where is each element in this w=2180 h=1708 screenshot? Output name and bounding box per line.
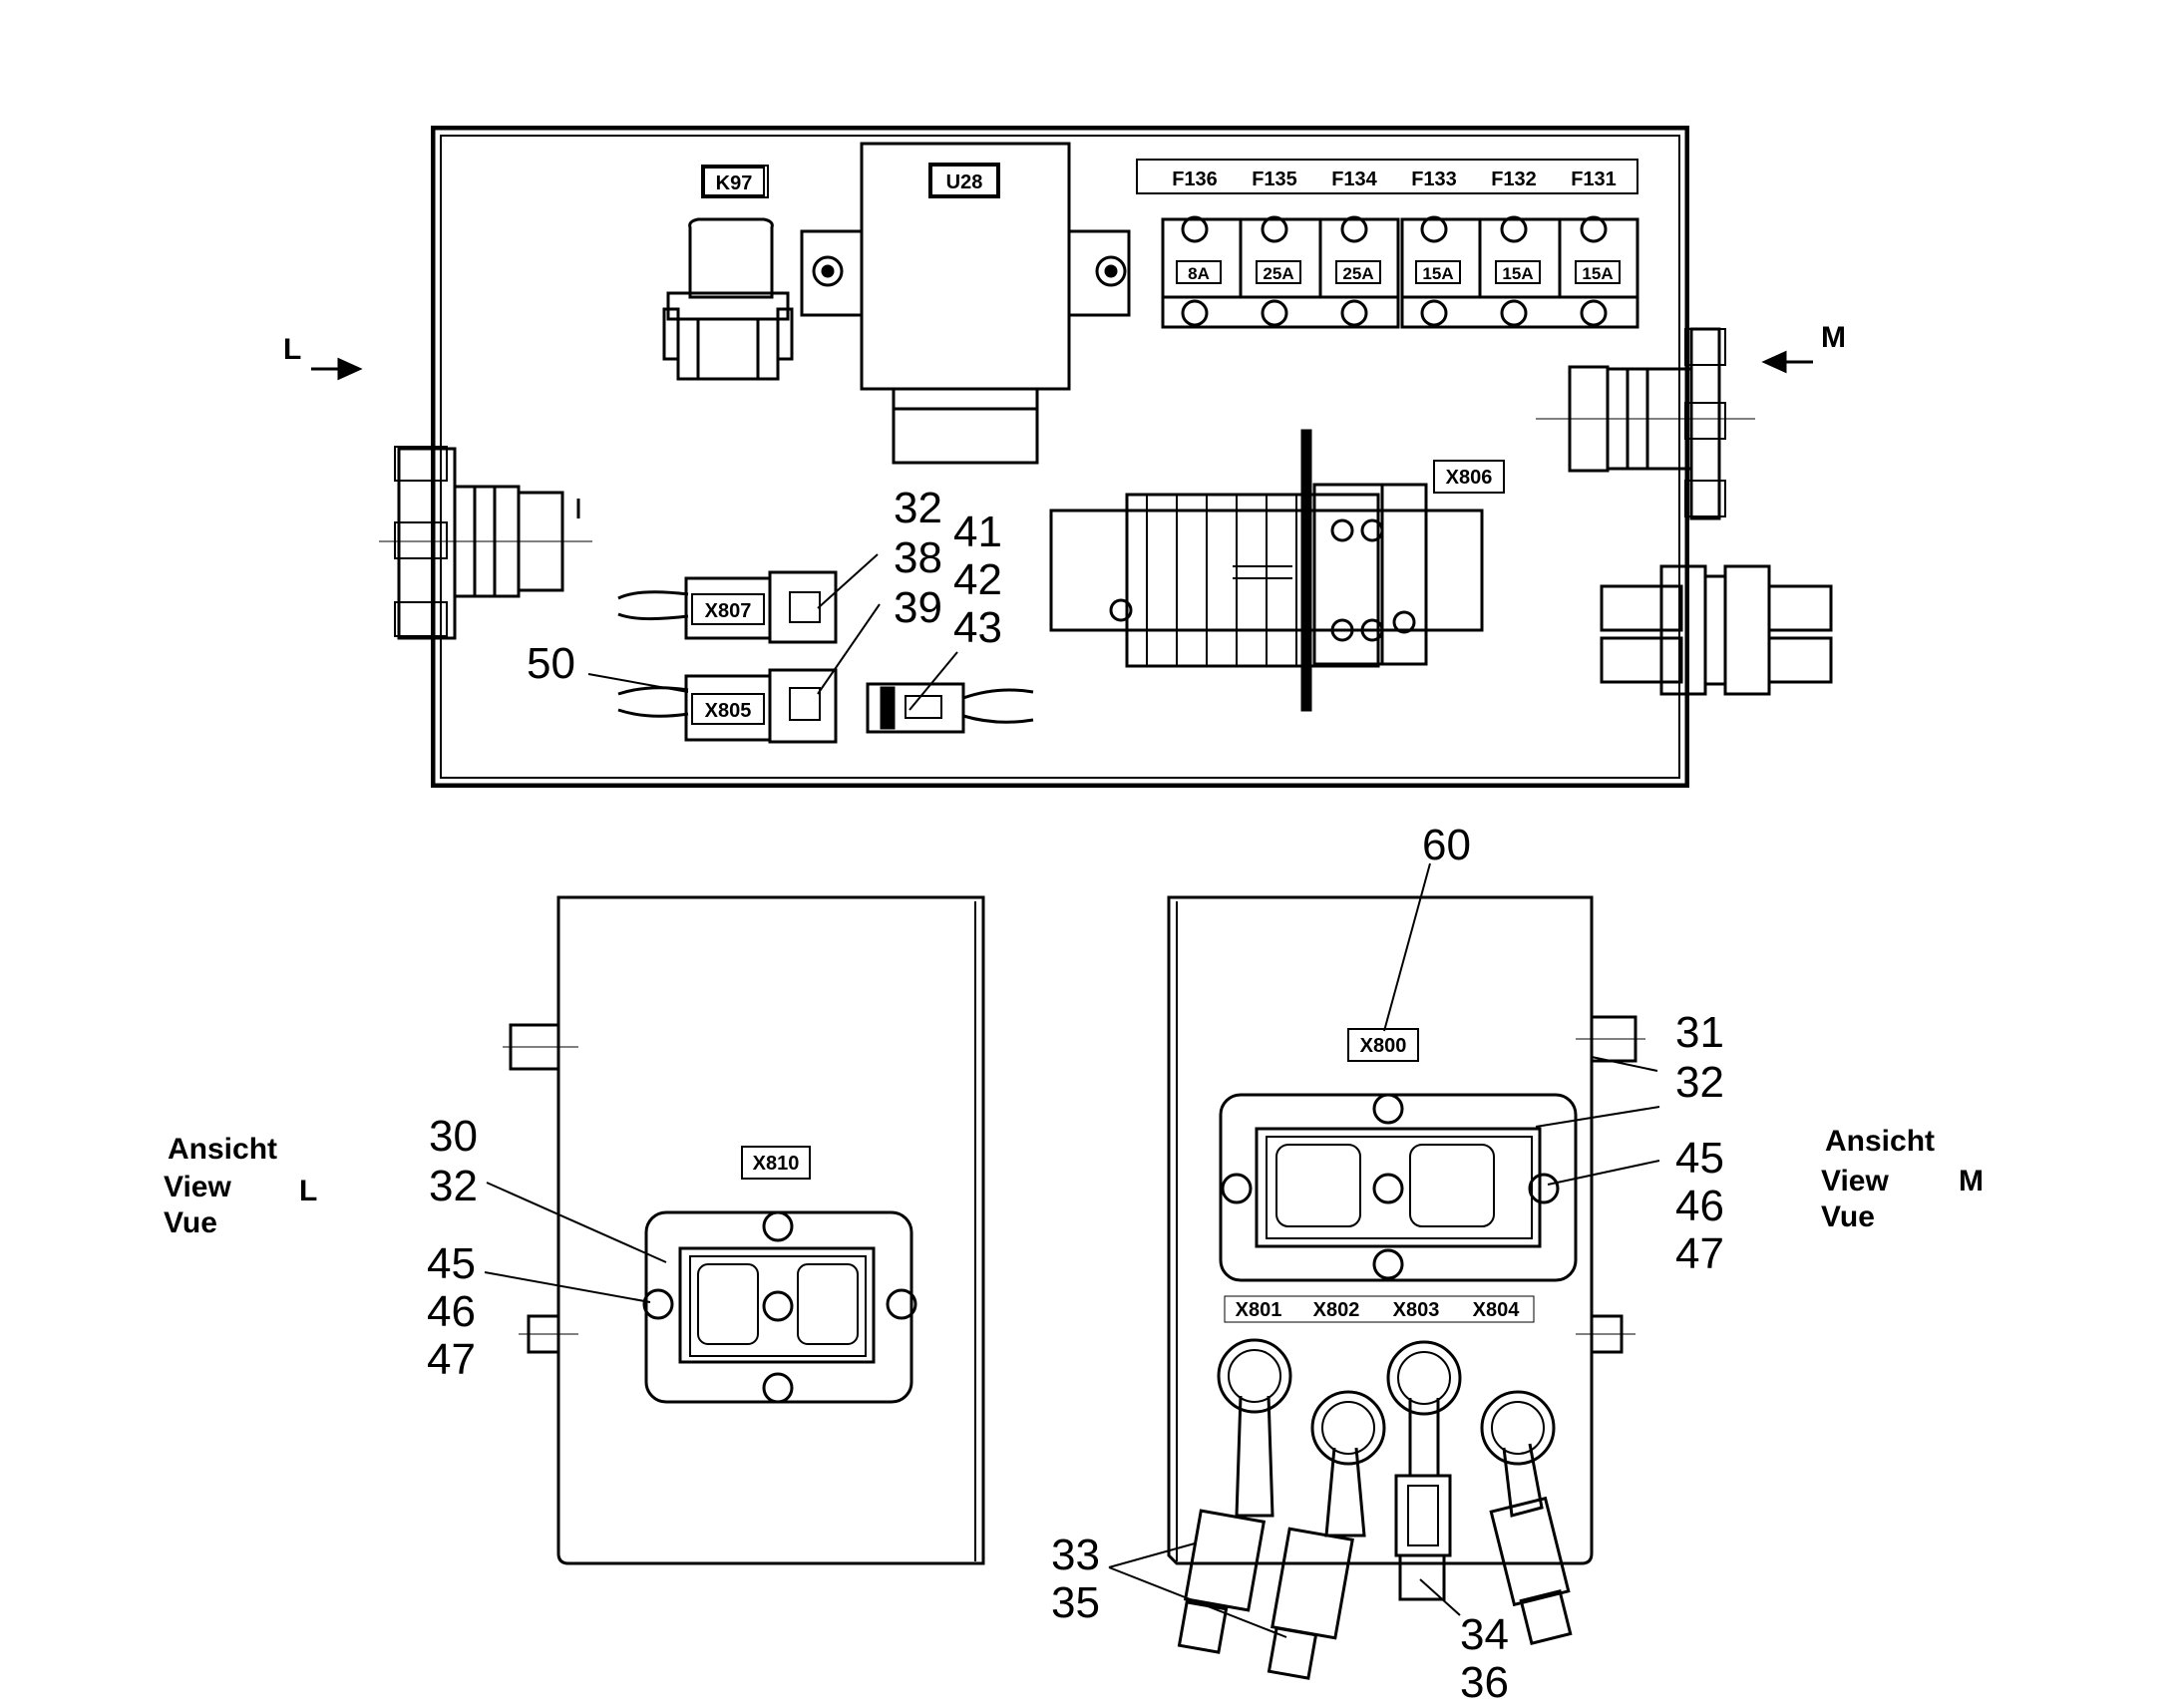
arrow-l-icon	[311, 357, 363, 381]
main-box	[431, 126, 1689, 788]
view-m-caption-letter: M	[1959, 1165, 1984, 1197]
view-l-caption-line2: View	[164, 1171, 231, 1203]
connector-x807	[617, 570, 838, 644]
fuse-rating: 25A	[1263, 264, 1293, 283]
relay-k97-label: K97	[716, 172, 753, 194]
callout-31: 31	[1675, 1008, 1724, 1057]
view-l-panel	[503, 895, 985, 1565]
callout-32: 32	[894, 484, 942, 532]
callout-47: 47	[1675, 1229, 1724, 1278]
view-m-caption-line3: Vue	[1821, 1200, 1875, 1233]
fuse-rating: 15A	[1422, 264, 1453, 283]
callout-42: 42	[953, 555, 1002, 604]
view-l-caption-line1: Ansicht	[168, 1133, 277, 1166]
right-panel-connector	[1536, 327, 1755, 520]
terminal-block-x806-label: X806	[1446, 467, 1493, 489]
view-m-panel	[1167, 895, 1645, 1680]
callout-38: 38	[894, 533, 942, 582]
control-unit-u28	[800, 142, 1131, 465]
fuse-id: F135	[1252, 169, 1297, 190]
fuse-label-strip	[1136, 159, 1638, 194]
relay-k97	[662, 165, 794, 381]
sub-connector-label: X804	[1473, 1299, 1521, 1321]
terminal-block-x806	[1049, 429, 1505, 712]
callout-36: 36	[1460, 1658, 1509, 1707]
sub-connector-label: X801	[1236, 1299, 1282, 1321]
callout-41: 41	[953, 508, 1002, 556]
sub-connector-label: X803	[1393, 1299, 1440, 1321]
arrow-l-label: L	[283, 333, 301, 366]
callout-32: 32	[429, 1162, 478, 1210]
callout-33: 33	[1051, 1531, 1100, 1579]
fuse-id: F133	[1411, 169, 1457, 190]
fuse-id: F134	[1331, 169, 1377, 190]
leader-lines-view-l	[484, 1182, 667, 1303]
leader-lines-view-m	[1108, 862, 1660, 1638]
connector-x805-label: X805	[705, 700, 752, 722]
view-l-caption-line3: Vue	[164, 1206, 217, 1239]
callout-46: 46	[427, 1287, 476, 1336]
fuse-rating: 15A	[1502, 264, 1533, 283]
callout-43: 43	[953, 603, 1002, 652]
connector-x807-label: X807	[705, 600, 752, 622]
control-unit-u28-label: U28	[946, 171, 983, 193]
callout-46: 46	[1675, 1182, 1724, 1230]
callout-45: 45	[427, 1239, 476, 1288]
view-l-caption-letter: L	[299, 1175, 317, 1207]
callout-50: 50	[527, 639, 575, 688]
cable-glands	[1600, 564, 1833, 696]
fuse-rating: 8A	[1188, 264, 1210, 283]
leader-lines-main	[587, 553, 958, 711]
view-m-caption-line1: Ansicht	[1825, 1125, 1935, 1158]
callout-35: 35	[1051, 1578, 1100, 1627]
callout-32: 32	[1675, 1058, 1724, 1107]
fuse-id: F132	[1491, 169, 1537, 190]
connector-x805	[617, 668, 838, 744]
fuse-id: F136	[1172, 169, 1218, 190]
callout-39: 39	[894, 583, 942, 632]
callout-45: 45	[1675, 1134, 1724, 1183]
fuse-rating: 25A	[1342, 264, 1373, 283]
callout-30: 30	[429, 1112, 478, 1161]
fuse-id: F131	[1571, 169, 1617, 190]
sub-connector-label: X802	[1313, 1299, 1360, 1321]
connector-x800-label: X800	[1360, 1035, 1407, 1057]
callout-34: 34	[1460, 1610, 1509, 1659]
callout-47: 47	[427, 1335, 476, 1384]
view-m-caption-line2: View	[1821, 1165, 1889, 1197]
inline-fuse-holder	[866, 682, 1034, 734]
fuse-rating: 15A	[1582, 264, 1613, 283]
arrow-m-label: M	[1821, 321, 1846, 354]
connector-x810-label: X810	[753, 1153, 800, 1175]
arrow-m-icon	[1761, 350, 1813, 374]
fuse-block-right	[1400, 215, 1639, 329]
left-panel-connector	[379, 446, 592, 640]
callout-60: 60	[1422, 821, 1471, 869]
fuse-block-left	[1161, 215, 1400, 329]
